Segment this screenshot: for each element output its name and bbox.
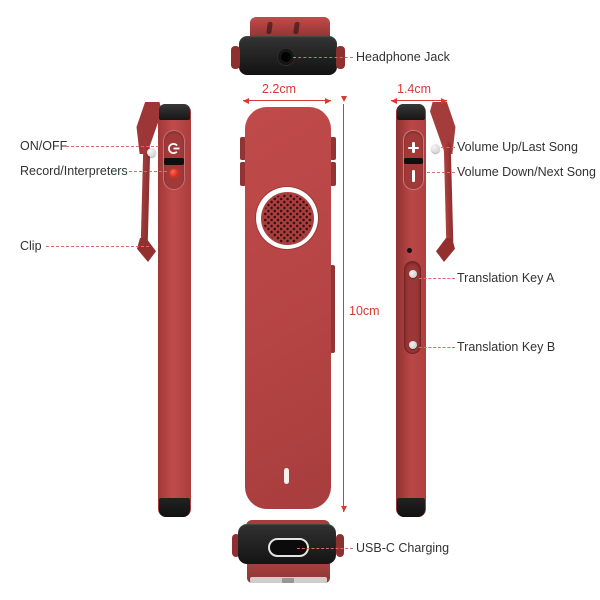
dimension-side-depth: 1.4cm — [397, 82, 432, 96]
leader-line-record — [124, 171, 167, 172]
translation-key-recess — [404, 261, 421, 354]
clip-pivot-dot — [431, 144, 440, 153]
dimension-arrow-body-height — [340, 104, 347, 512]
usb-c-port-icon — [268, 538, 309, 557]
leader-line-on-off — [66, 146, 159, 147]
right-view-bottom-cap — [397, 498, 425, 517]
speaker-grille-icon — [260, 191, 314, 245]
right-view-top-cap — [397, 104, 425, 120]
translation-key-b-dot — [408, 341, 417, 349]
bottom-view-base-notch — [282, 578, 294, 583]
front-view-side-button-edge — [330, 162, 336, 186]
label-translation-key-a: Translation Key A — [457, 271, 555, 285]
dimension-body-height: 10cm — [349, 304, 380, 318]
front-view-side-button-edge — [240, 137, 246, 160]
leader-line-headphone-jack — [293, 57, 353, 58]
label-headphone-jack: Headphone Jack — [356, 50, 450, 64]
front-view-body — [245, 107, 331, 509]
label-on-off: ON/OFF — [20, 139, 68, 153]
plus-icon — [412, 142, 415, 154]
led-slot-icon — [284, 468, 289, 484]
dimension-front-width: 2.2cm — [262, 82, 297, 96]
label-translation-key-b: Translation Key B — [457, 340, 556, 354]
dimension-arrow-side-depth — [391, 97, 447, 104]
dimension-arrow-front-width — [243, 97, 331, 104]
label-record-interpreters: Record/Interpreters — [20, 164, 128, 178]
leader-line-usb-c — [297, 548, 353, 549]
label-volume-up: Volume Up/Last Song — [457, 140, 578, 154]
translation-key-a-dot — [408, 270, 417, 278]
record-led-dot-icon — [170, 169, 178, 177]
top-view-side-bump-left — [231, 46, 240, 69]
bottom-view-side-bump-left — [232, 534, 240, 557]
left-view-top-cap — [159, 104, 190, 120]
mic-hole-icon — [407, 248, 412, 253]
label-clip: Clip — [20, 239, 42, 253]
left-view-bottom-cap — [159, 498, 190, 517]
headphone-jack-hole-icon — [278, 49, 294, 65]
button-divider — [404, 158, 423, 164]
leader-line-volume-up — [441, 147, 455, 148]
leader-line-translation-key-b — [419, 347, 455, 348]
power-icon — [168, 143, 180, 154]
minus-bar-icon — [412, 169, 415, 182]
front-view-side-button-edge — [240, 162, 246, 186]
label-volume-down: Volume Down/Next Song — [457, 165, 596, 179]
leader-line-clip — [46, 246, 149, 247]
bottom-view-side-bump-right — [336, 534, 344, 557]
label-usb-c-charging: USB-C Charging — [356, 541, 450, 555]
leader-line-translation-key-a — [419, 278, 455, 279]
button-divider — [164, 158, 184, 165]
clip-pivot-dot — [147, 148, 156, 157]
leader-line-volume-down — [427, 172, 455, 173]
front-view-side-key-edge — [330, 265, 335, 353]
front-view-side-button-edge — [330, 137, 336, 160]
